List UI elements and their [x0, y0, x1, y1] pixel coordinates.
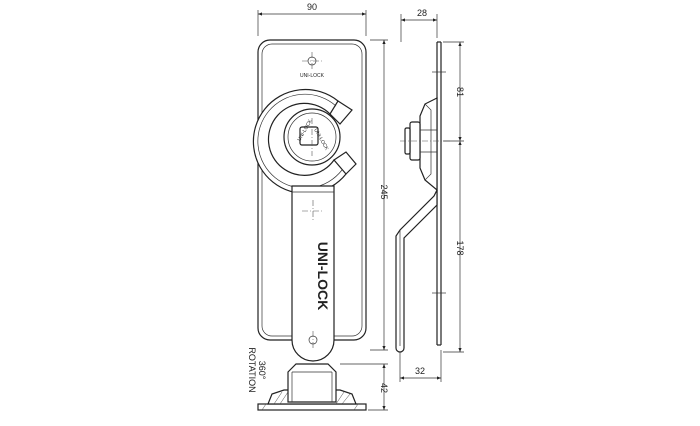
cam-lower-notch [333, 151, 357, 175]
bottom-handle-block [287, 363, 337, 403]
dim-width-90-label: 90 [307, 2, 317, 12]
side-view: 28 81 178 32 [395, 8, 465, 382]
dim-lower-178: 178 [443, 141, 465, 353]
handle-outline [291, 185, 335, 362]
bottom-hatching [261, 391, 359, 411]
rotation-label-line1: 360° [257, 361, 267, 380]
mounting-hole-top [302, 52, 322, 70]
dim-height-42-label: 42 [379, 383, 389, 393]
brand-label: UNI-LOCK [315, 242, 331, 310]
dim-lower-178-label: 178 [455, 240, 465, 255]
bottom-base-plate [257, 403, 367, 411]
lock-cylinder: UNI-LOCK UNI-LOCK [283, 108, 341, 166]
dim-offset-32: 32 [399, 350, 442, 382]
dim-upper-81-label: 81 [455, 87, 465, 97]
small-brand-label: UNI-LOCK [300, 73, 325, 79]
cam-upper-notch [329, 100, 353, 125]
dim-depth-28: 28 [400, 8, 438, 42]
dim-upper-81: 81 [443, 41, 465, 142]
dim-depth-28-label: 28 [417, 8, 427, 18]
dim-height-245-label: 245 [379, 184, 389, 199]
c-cam [252, 88, 347, 195]
dim-height-245: 245 [370, 39, 389, 351]
rotation-label-line2: ROTATION [247, 347, 257, 392]
side-handle [395, 189, 438, 353]
front-view: UNI-LOCK UNI-LOCK UNI-LOCK UNI-LOCK [252, 2, 389, 362]
dim-offset-32-label: 32 [415, 366, 425, 376]
dim-height-42: 42 [340, 363, 389, 411]
handle-center-mark [302, 200, 324, 222]
bottom-view: 360° ROTATION 42 [247, 347, 389, 411]
dim-width-90: 90 [257, 2, 367, 36]
handle-hole [308, 331, 318, 349]
